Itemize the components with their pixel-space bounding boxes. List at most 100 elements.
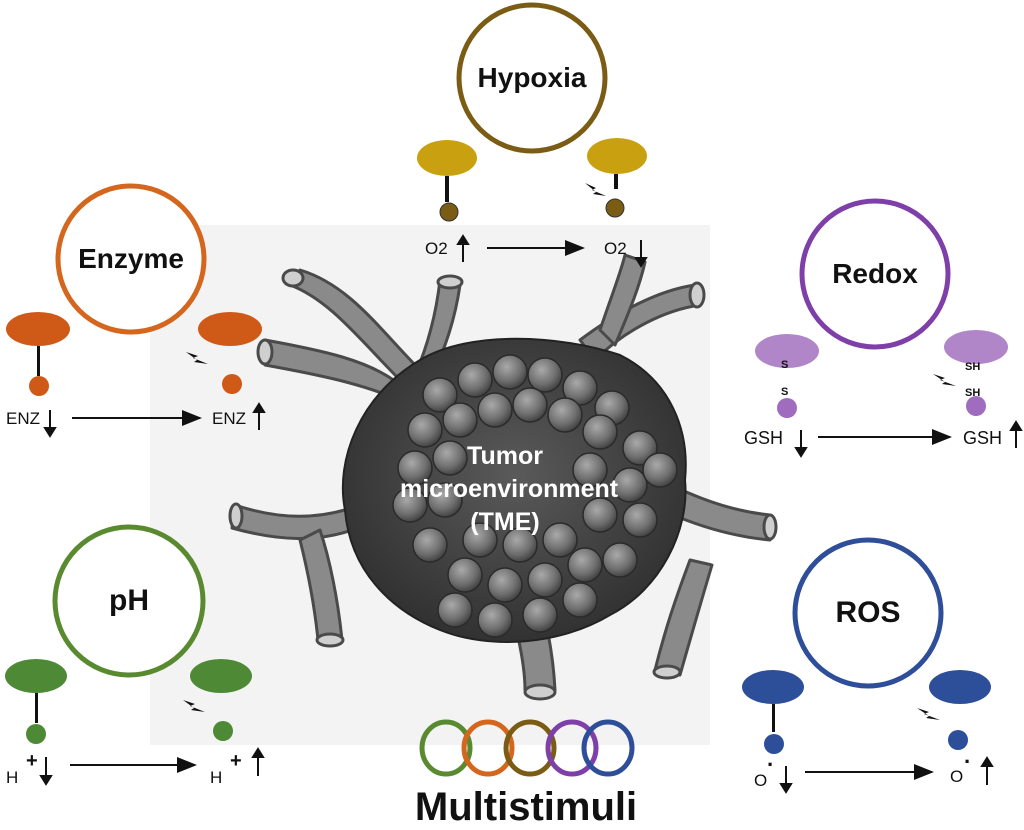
enzyme-cargo-right	[222, 374, 242, 394]
disulfide-s-bottom: S	[781, 386, 789, 398]
ph-right-label: H	[210, 768, 223, 787]
ph-cargo-right	[213, 721, 233, 741]
ros-carrier-right	[929, 670, 991, 704]
tumor-cells	[392, 354, 678, 638]
ros-circle	[792, 537, 944, 689]
enzyme-carrier-right	[198, 312, 262, 346]
lightning-icons	[183, 183, 956, 720]
tme-line-3: (TME)	[470, 508, 540, 536]
redox-title: Redox	[832, 258, 918, 289]
tumor-cell	[527, 562, 563, 598]
ph-right-superscript: +	[230, 750, 242, 772]
tumor-cell	[602, 542, 638, 578]
stimulus-ring	[503, 719, 557, 777]
tumor-cell	[512, 387, 548, 423]
hypoxia-carrier-left	[417, 140, 477, 176]
tme-line-1: Tumor	[467, 442, 543, 470]
redox-circle	[799, 198, 951, 350]
ros-left-label: O	[754, 771, 768, 790]
tumor-cell	[567, 547, 603, 583]
tumor-cell	[442, 402, 478, 438]
lightning-icon	[933, 374, 956, 386]
lightning-icon	[183, 700, 205, 712]
ros-left-radical: ·	[767, 752, 775, 777]
hypoxia-cargo-right	[605, 198, 625, 218]
tumor-cell	[572, 452, 608, 488]
enzyme-circle	[55, 183, 207, 335]
enzyme-left-label: ENZ	[6, 409, 40, 428]
hypoxia-circle	[456, 2, 608, 154]
tumor-cell	[642, 452, 678, 488]
tumor-cell	[422, 377, 458, 413]
hypoxia-cargo-left	[439, 202, 459, 222]
redox-left-label: GSH	[744, 428, 784, 448]
enzyme-cargo-left	[29, 376, 49, 396]
thiol-sh-bottom: SH	[965, 387, 981, 399]
enzyme-right-label: ENZ	[212, 409, 246, 428]
tumor-cell	[527, 357, 563, 393]
ph-carrier-left	[5, 659, 67, 693]
lightning-icon	[585, 183, 606, 196]
redox-cargo-left	[777, 398, 797, 418]
tumor-cell	[492, 354, 528, 390]
stimulus-ring	[419, 719, 473, 777]
tumor-cell	[562, 582, 598, 618]
ph-circle	[52, 524, 206, 678]
tumor-cell	[582, 497, 618, 533]
tumor-cell	[522, 597, 558, 633]
ph-title: pH	[109, 584, 149, 617]
ph-left-label: H	[6, 768, 19, 787]
ph-left-superscript: +	[26, 750, 38, 772]
tumor-cell	[542, 522, 578, 558]
tumor-cell	[392, 487, 428, 523]
enzyme-title: Enzyme	[78, 243, 184, 274]
tumor-cell	[502, 527, 538, 563]
lightning-icon	[917, 708, 940, 720]
tumor-cell	[477, 392, 513, 428]
hypoxia-carrier-right	[587, 138, 647, 174]
tumor-cell	[462, 522, 498, 558]
tumor-cell	[397, 450, 433, 486]
ros-right-radical: ·	[964, 749, 972, 774]
ph-cargo-left	[26, 724, 46, 744]
multistimuli-title: Multistimuli	[414, 785, 638, 829]
stimulus-ring	[461, 719, 515, 777]
tumor-cell	[432, 440, 468, 476]
tumor-cell	[427, 482, 463, 518]
enzyme-carrier-left	[6, 312, 70, 346]
tumor-cell	[457, 362, 493, 398]
thiol-sh-top: SH	[965, 361, 981, 373]
tumor-cell	[437, 592, 473, 628]
tme-line-2: microenvironment	[400, 475, 619, 503]
ros-title: ROS	[835, 596, 901, 629]
hypoxia-right-label: O2	[604, 239, 627, 258]
multistimuli-rings	[419, 719, 635, 777]
stimulus-ring	[581, 719, 635, 777]
ros-carrier-left	[742, 670, 804, 704]
tumor-cell	[407, 412, 443, 448]
level-arrows	[39, 234, 1023, 794]
tumor-cell	[447, 557, 483, 593]
tumor-cell	[612, 467, 648, 503]
tumor-cell	[487, 567, 523, 603]
redox-right-label: GSH	[963, 428, 1003, 448]
ros-right-label: O	[950, 767, 964, 786]
disulfide-s-top: S	[781, 359, 789, 371]
redox-cargo-right	[966, 396, 986, 416]
stimulus-ring	[545, 719, 599, 777]
ros-cargo-left	[764, 734, 784, 754]
ros-cargo-right	[948, 730, 968, 750]
tumor-cell	[582, 414, 618, 450]
lightning-icon	[186, 352, 208, 364]
tumor-cell	[412, 527, 448, 563]
tme-label: Tumor microenvironment (TME)	[400, 440, 619, 539]
tumor-cell	[622, 502, 658, 538]
redox-carrier-right	[944, 330, 1008, 364]
tumor-cell	[562, 370, 598, 406]
tumor-cell	[547, 397, 583, 433]
hypoxia-left-label: O2	[425, 239, 448, 258]
tumor-cell	[477, 602, 513, 638]
ph-carrier-right	[190, 659, 252, 693]
redox-carrier-left	[755, 334, 819, 368]
